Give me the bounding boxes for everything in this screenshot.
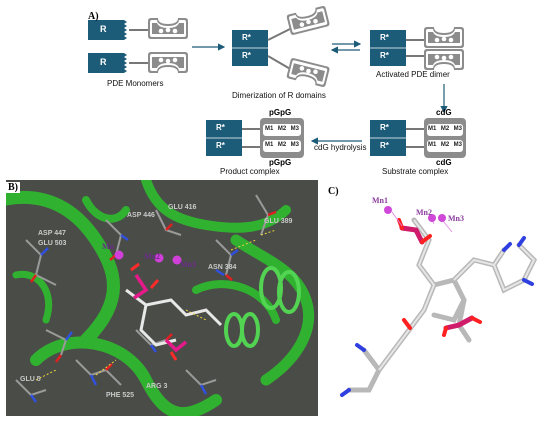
- ion-mn2-label: Mn2: [144, 252, 160, 261]
- pde-monomer-2: [88, 52, 188, 73]
- metal-m1: M1: [428, 142, 437, 148]
- dimer-bottom-label: R*: [242, 51, 251, 60]
- ligand-mn1-label: Mn1: [372, 196, 388, 205]
- metal-m1: M1: [428, 126, 437, 132]
- substrate-complex: [370, 118, 466, 158]
- pde-monomer-1: [88, 18, 188, 40]
- ion-mn3-label: Mn3: [180, 260, 196, 269]
- substrate-tag-bottom: cdG: [436, 158, 452, 167]
- panel-a-tag: A): [88, 11, 99, 22]
- panel-b-protein-structure: ASP 446 GLU 416 GLU 389 ASP 447 GLU 503 …: [6, 180, 318, 416]
- panel-a-svg: [88, 5, 466, 158]
- metal-m3: M3: [290, 126, 299, 132]
- substrate-tag-top: cdG: [436, 108, 452, 117]
- dimerized-r-domains: [232, 5, 331, 88]
- product-metals-top: M1 M2 M3: [265, 126, 299, 132]
- caption-hydrolysis: cdG hydrolysis: [314, 143, 367, 152]
- residue-glu503: GLU 503: [38, 240, 67, 247]
- panel-a-schematic: A) R R R* R* R* R* R* R* R* R* cdG cdG M…: [0, 0, 550, 182]
- activated-pde-dimer: [370, 27, 464, 70]
- caption-substrate: Substrate complex: [382, 167, 449, 176]
- residue-glu5: GLU 5: [20, 376, 41, 383]
- substrate-top-label: R*: [380, 123, 389, 132]
- ligand-mn-ions: [384, 206, 446, 222]
- caption-activated: Activated PDE dimer: [376, 70, 450, 79]
- caption-dimerization: Dimerization of R domains: [232, 91, 326, 100]
- caption-product: Product complex: [220, 167, 280, 176]
- panel-c-tag: C): [328, 186, 339, 197]
- residue-asp446: ASP 446: [127, 212, 155, 219]
- substrate-metals-bottom: M1 M2 M3: [428, 142, 462, 148]
- residue-glu416: GLU 416: [168, 204, 197, 211]
- residue-arg3: ARG 3: [146, 383, 168, 390]
- metal-m2: M2: [440, 142, 450, 148]
- product-complex: [206, 118, 304, 158]
- mn-ions: [114, 250, 182, 265]
- metal-m3: M3: [453, 142, 462, 148]
- product-bottom-label: R*: [216, 141, 225, 150]
- ligand-mn2-label: Mn2: [416, 208, 432, 217]
- protein-render: [6, 180, 315, 416]
- panel-c-ligand: C) Mn1 Mn2 Mn3: [324, 180, 548, 416]
- ion-mn1-label: Mn: [102, 242, 114, 251]
- metal-m2: M2: [277, 126, 287, 132]
- ligand-render: [340, 206, 538, 397]
- monomer-1-label: R: [100, 24, 107, 34]
- product-metals-bottom: M1 M2 M3: [265, 142, 299, 148]
- dimer-top-label: R*: [242, 33, 251, 42]
- monomer-2-label: R: [100, 57, 107, 67]
- activated-bottom-label: R*: [380, 51, 389, 60]
- product-tag-bottom: pGpG: [269, 158, 292, 167]
- metal-m2: M2: [277, 142, 287, 148]
- residue-glu389: GLU 389: [264, 218, 293, 225]
- ligand-mn3-label: Mn3: [448, 214, 464, 223]
- residue-phe525: PHE 525: [106, 392, 135, 399]
- residue-asp447: ASP 447: [38, 230, 66, 237]
- product-tag-top: pGpG: [269, 108, 292, 117]
- substrate-metals-top: M1 M2 M3: [428, 126, 462, 132]
- metal-m1: M1: [265, 142, 274, 148]
- substrate-bottom-label: R*: [380, 141, 389, 150]
- panel-b-tag: B): [6, 182, 20, 193]
- activated-top-label: R*: [380, 33, 389, 42]
- residue-asn384: ASN 384: [208, 264, 237, 271]
- metal-m2: M2: [440, 126, 450, 132]
- caption-monomers: PDE Monomers: [107, 79, 164, 88]
- product-top-label: R*: [216, 123, 225, 132]
- metal-m3: M3: [290, 142, 299, 148]
- metal-m3: M3: [453, 126, 462, 132]
- metal-m1: M1: [265, 126, 274, 132]
